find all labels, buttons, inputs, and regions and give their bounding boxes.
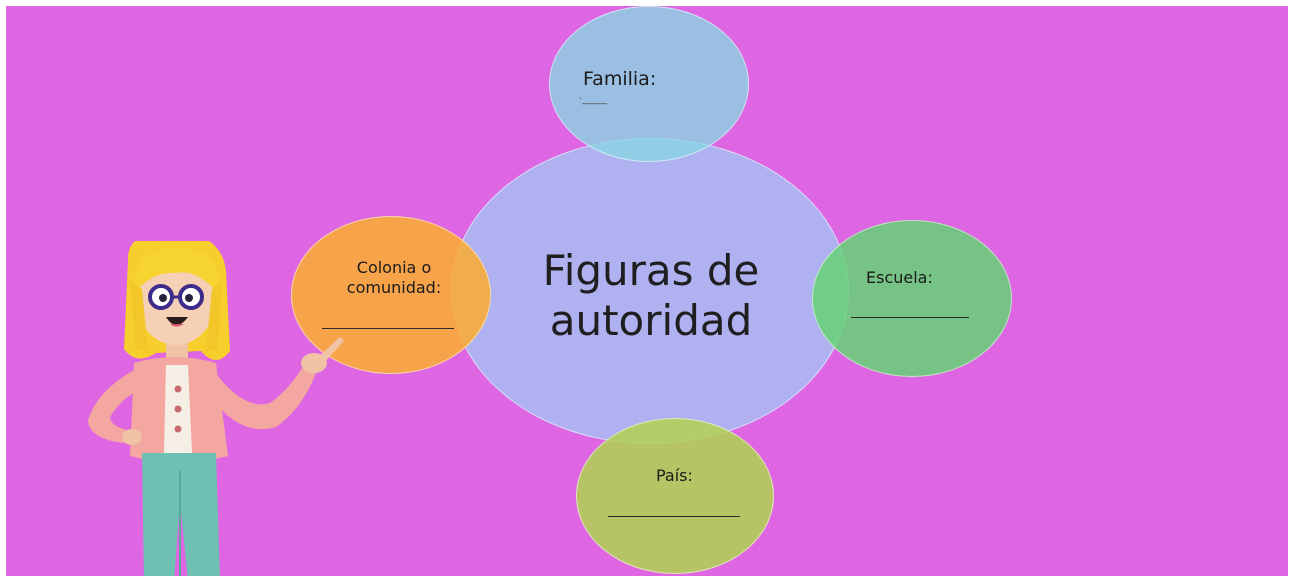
familia-circle (549, 6, 749, 162)
escuela-circle (812, 220, 1012, 377)
center-title-line2: autoridad (549, 296, 753, 345)
pais-circle (576, 418, 774, 574)
center-title: Figuras de autoridad (476, 246, 826, 346)
center-title-line1: Figuras de (542, 246, 760, 295)
colonia-label-line2: comunidad: (346, 278, 442, 297)
pais-blank-line (608, 516, 740, 517)
familia-label: Familia: (583, 68, 657, 90)
teacher-pointing-illustration (88, 241, 344, 576)
colonia-label: Colonia o comunidad: (324, 258, 464, 298)
pais-label: País: (656, 466, 693, 485)
colonia-circle (291, 216, 491, 374)
familia-blank: ·_____ (579, 94, 608, 105)
escuela-blank-line (851, 317, 969, 318)
colonia-label-line1: Colonia o (356, 258, 432, 277)
colonia-blank-line (322, 328, 454, 329)
center-circle (451, 138, 849, 444)
slide-canvas: Figuras de autoridad Familia: ·_____ Col… (6, 6, 1288, 576)
escuela-label: Escuela: (866, 268, 933, 287)
